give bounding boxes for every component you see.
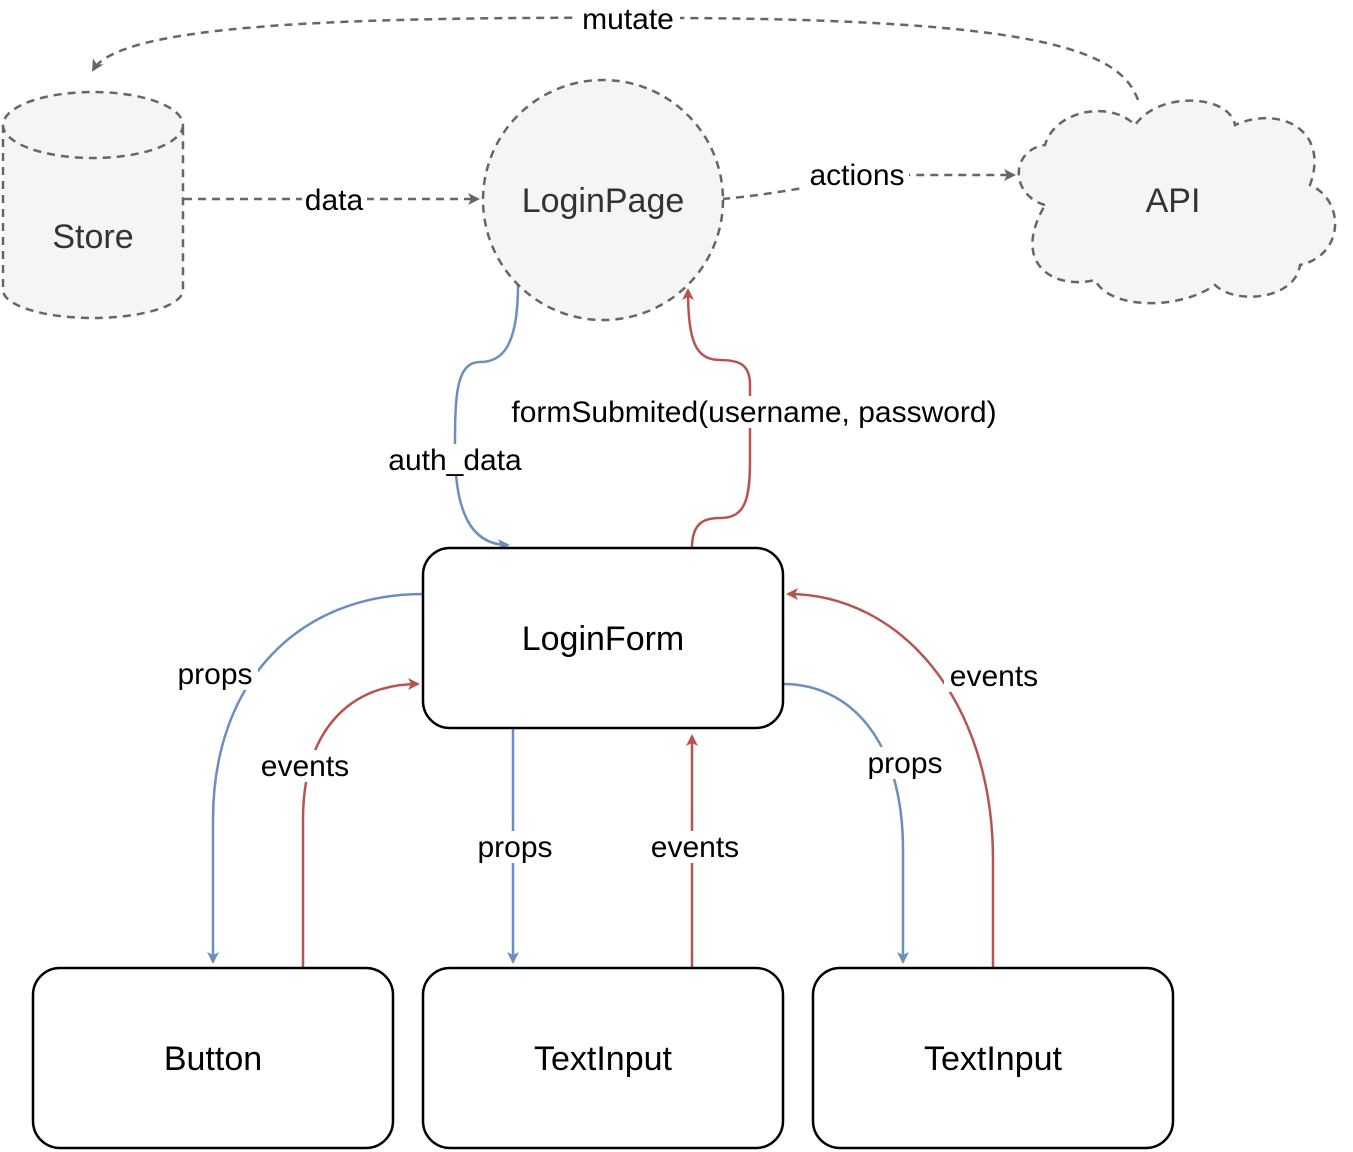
label-mutate: mutate bbox=[582, 3, 674, 36]
label-props-button: props bbox=[177, 658, 252, 691]
edge-props-button bbox=[207, 592, 424, 964]
store-label: Store bbox=[52, 218, 133, 256]
edge-events-input2 bbox=[786, 588, 995, 968]
text-input-label-2: TextInput bbox=[924, 1040, 1063, 1078]
label-actions: actions bbox=[809, 159, 904, 192]
button-label: Button bbox=[164, 1040, 262, 1078]
text-input-node-2[interactable]: TextInput bbox=[811, 966, 1175, 1150]
label-form-submitted: formSubmited(username, password) bbox=[511, 396, 996, 429]
store-node[interactable]: Store bbox=[1, 90, 185, 320]
login-form-node[interactable]: LoginForm bbox=[421, 546, 785, 730]
label-events-input2: events bbox=[950, 660, 1038, 693]
login-page-node[interactable]: LoginPage bbox=[481, 78, 725, 322]
text-input-node-1[interactable]: TextInput bbox=[421, 966, 785, 1150]
label-props-input2: props bbox=[867, 747, 942, 780]
login-page-label: LoginPage bbox=[522, 182, 685, 220]
api-node[interactable]: API bbox=[1017, 99, 1337, 305]
login-form-label: LoginForm bbox=[522, 620, 685, 658]
label-events-button: events bbox=[261, 750, 349, 783]
text-input-label-1: TextInput bbox=[534, 1040, 673, 1078]
edge-events-button bbox=[301, 678, 420, 968]
api-label: API bbox=[1146, 182, 1201, 220]
edge-props-input2 bbox=[782, 682, 909, 964]
label-auth-data: auth_data bbox=[388, 444, 522, 477]
edge-auth-data bbox=[453, 284, 520, 551]
label-data: data bbox=[305, 184, 364, 217]
label-props-input1: props bbox=[477, 831, 552, 864]
label-events-input1: events bbox=[651, 831, 739, 864]
button-node[interactable]: Button bbox=[31, 966, 395, 1150]
